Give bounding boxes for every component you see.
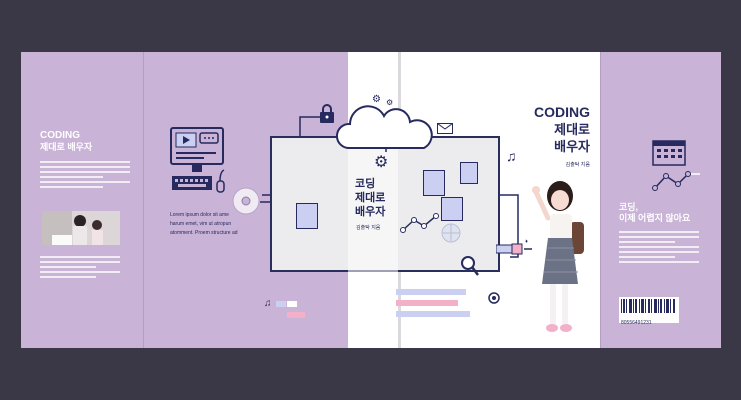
spine-title: 코딩 제대로 배우자 (355, 177, 397, 219)
decor-bar (396, 311, 470, 317)
envelope-icon (437, 123, 453, 134)
spine-title-line-2: 제대로 (355, 192, 386, 204)
document-card (460, 162, 478, 184)
globe-icon (441, 223, 461, 243)
spine-author: 김출탁 지음 (356, 225, 381, 231)
photo-mother-child (42, 211, 120, 245)
barcode-bars-icon (621, 299, 675, 313)
barcode: 80556491231 (619, 297, 679, 326)
gear-icon: ⚙ (386, 98, 394, 107)
front-title-ko-2: 배우자 (554, 139, 590, 154)
cloud-icon (336, 105, 433, 152)
usb-cable-icon (496, 243, 532, 255)
back-flap-heading: 코딩, 이제 어렵지 않아요 (619, 202, 709, 224)
spine-title-line-1: 코딩 (355, 178, 376, 190)
spine-title-line-3: 배우자 (355, 206, 386, 218)
decor-bar (396, 289, 466, 295)
front-title-en: CODING (534, 104, 590, 120)
back-cover-text: Lorem ipsum dolor sit ame harum emet, vi… (170, 211, 260, 238)
calendar-icon (652, 140, 686, 166)
left-flap-subtitle: 제대로 배우자 (40, 142, 93, 152)
girl-photo (532, 181, 584, 332)
network-graph-icon (652, 171, 700, 191)
decor-bar (287, 312, 305, 318)
decor-bar (287, 301, 297, 307)
computer-icon (170, 127, 225, 193)
lock-icon (320, 104, 334, 123)
back-flap-heading-2: 이제 어렵지 않아요 (619, 213, 691, 223)
barcode-number: 80556491231 (621, 320, 652, 326)
decor-bar (396, 300, 458, 306)
front-author: 김출탁 지음 (565, 162, 590, 168)
back-cover-line-3: atomment. Proem structure ad (170, 230, 238, 236)
magnifier-icon (461, 256, 479, 276)
cd-icon (232, 187, 260, 215)
back-cover-line-2: harum emet, vim ut atropun (170, 221, 232, 227)
network-lines (248, 116, 519, 258)
document-card (441, 197, 463, 221)
document-card (423, 170, 445, 196)
left-flap-text-block (40, 161, 130, 188)
music-note-icon: ♫ (264, 298, 272, 309)
left-flap-title: CODING (40, 130, 80, 141)
target-icon (488, 292, 500, 304)
front-cover-title: CODING 제대로 배우자 김출탁 지음 (500, 104, 590, 168)
photo-illustration-icon (42, 211, 120, 245)
back-flap-text-block (619, 228, 699, 266)
music-note-icon: ♫ (506, 148, 517, 164)
document-card (296, 203, 318, 229)
back-cover-line-1: Lorem ipsum dolor sit ame (170, 212, 229, 218)
gear-icon: ⚙ (374, 154, 389, 171)
network-graph-icon (400, 213, 439, 233)
decor-bar (276, 301, 286, 307)
front-title-ko-1: 제대로 (554, 122, 590, 137)
left-flap-text-block-2 (40, 253, 120, 281)
left-flap: CODING 제대로 배우자 (40, 130, 130, 191)
back-flap-heading-1: 코딩, (619, 202, 639, 212)
fold-line (143, 52, 144, 348)
gear-icon: ⚙ (372, 94, 381, 105)
fold-line (600, 52, 601, 348)
spine-overlay (348, 136, 398, 272)
